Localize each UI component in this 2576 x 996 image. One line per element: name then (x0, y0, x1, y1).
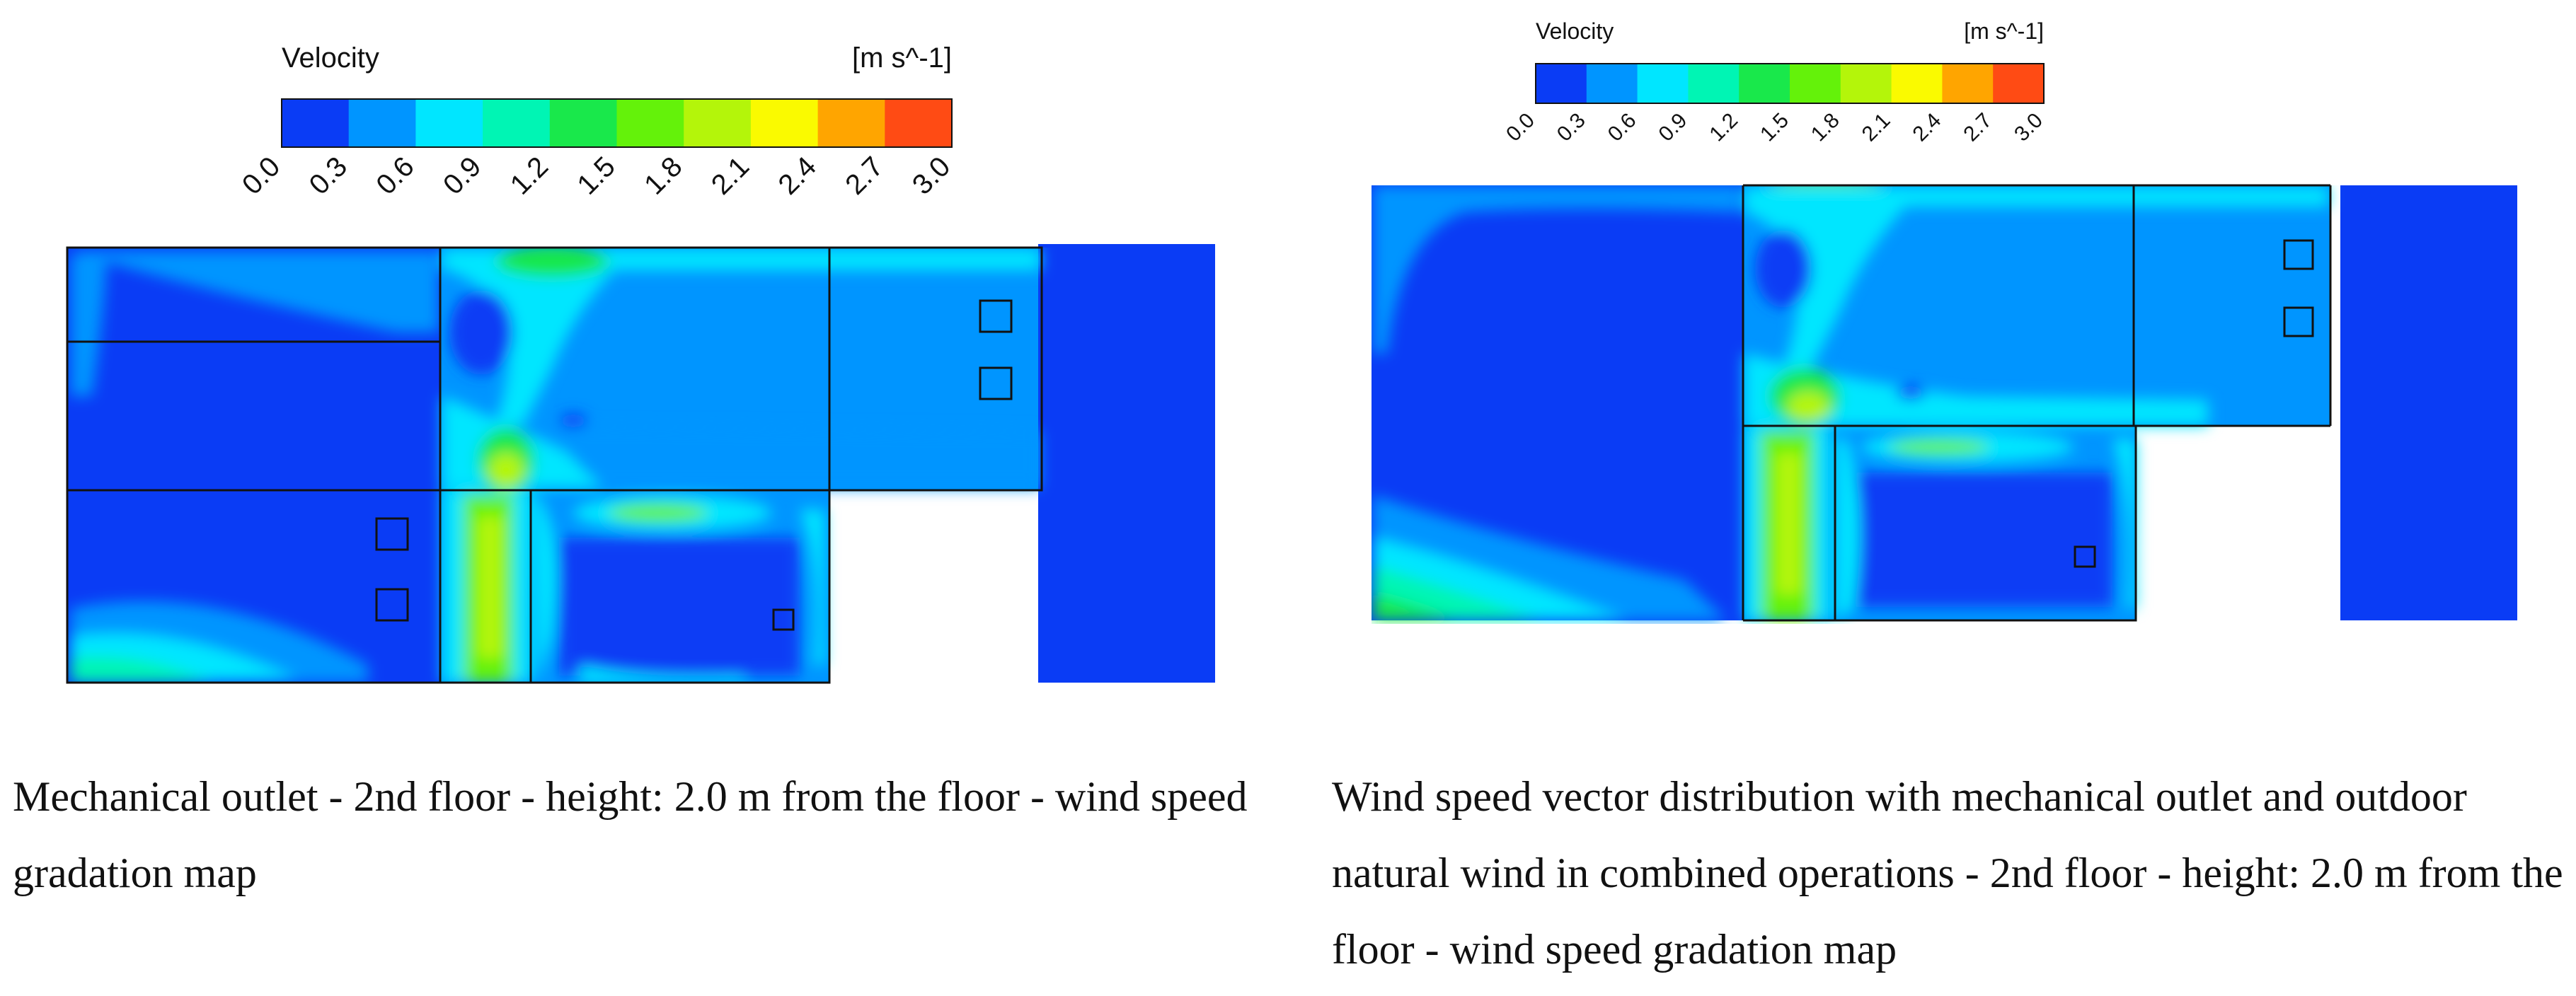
colorbar-tick-label: 0.9 (1655, 109, 1692, 146)
velocity-contour-map (1372, 184, 2517, 622)
right-figure: Velocity [m s^-1] 0.0 0.3 0.6 0.9 1.2 1.5 1.8 2… (1372, 18, 2517, 622)
room-east (2340, 185, 2517, 620)
colorbar-segment (885, 99, 953, 147)
legend-title: Velocity (282, 42, 379, 74)
left-figure: Velocity [m s^-1] 0.0 0.3 0.6 0.9 1.2 1.5 1.8 2… (66, 42, 1215, 684)
colorbar-frame (1535, 63, 2045, 104)
colorbar (1535, 63, 2045, 104)
colorbar-tick-label: 0.0 (236, 151, 286, 200)
colorbar-segment (1739, 64, 1790, 103)
colorbar-segment (1637, 64, 1689, 103)
colorbar-tick-label: 0.9 (437, 151, 487, 200)
colorbar-tick-label: 0.6 (1604, 109, 1641, 146)
colorbar-tick-label: 1.2 (1705, 109, 1742, 146)
colorbar-tick-label: 2.4 (1909, 109, 1946, 146)
outlet-markers (375, 299, 1013, 631)
colorbar-segment (1790, 64, 1841, 103)
floor-plan-walls (66, 246, 1043, 684)
left-panel: Velocity [m s^-1] 0.0 0.3 0.6 0.9 1.2 1.5 1.8 2… (13, 42, 1248, 896)
colorbar-frame (281, 98, 953, 148)
colorbar-segment (1891, 64, 1943, 103)
colorbar-segment (483, 99, 551, 147)
colorbar-tick-label: 1.5 (571, 151, 621, 200)
colorbar-tick-label: 0.0 (1502, 109, 1539, 146)
colorbar-ticks: 0.0 0.3 0.6 0.9 1.2 1.5 1.8 2.1 2.4 2.7 3.0 (1502, 109, 2047, 146)
colorbar-tick-label: 0.6 (370, 151, 420, 200)
colorbar-segment (348, 99, 416, 147)
colorbar-tick-label: 1.5 (1756, 109, 1793, 146)
colorbar-tick-label: 2.4 (773, 151, 822, 200)
colorbar-segment (1688, 64, 1740, 103)
legend-unit: [m s^-1] (1964, 18, 2044, 44)
colorbar-segment (684, 99, 752, 147)
velocity-contour-map (66, 244, 1215, 684)
colorbar-tick-label: 2.1 (1858, 109, 1895, 146)
outlet-markers (2074, 239, 2314, 568)
colorbar-tick-label: 1.8 (1807, 109, 1844, 146)
velocity-legend: Velocity [m s^-1] 0.0 0.3 0.6 0.9 1.2 1.5 1.8 2… (236, 42, 956, 201)
colorbar-segment (1536, 64, 1587, 103)
colorbar-tick-label: 1.2 (505, 151, 554, 200)
colorbar-tick-label: 3.0 (2010, 109, 2047, 146)
colorbar-segment (549, 99, 617, 147)
colorbar-tick-label: 0.3 (1553, 109, 1590, 146)
colorbar-ticks: 0.0 0.3 0.6 0.9 1.2 1.5 1.8 2.1 2.4 2.7 3.0 (236, 151, 956, 200)
colorbar-tick-label: 2.1 (706, 151, 755, 200)
colorbar-tick-label: 2.7 (1959, 109, 1996, 146)
colorbar-tick-label: 3.0 (907, 151, 956, 200)
room-east (1038, 244, 1215, 683)
floor-plan-walls (1742, 184, 2332, 622)
colorbar-segment (1942, 64, 1994, 103)
colorbar-tick-label: 1.8 (638, 151, 688, 200)
colorbar-segment (282, 99, 350, 147)
colorbar (281, 98, 953, 148)
right-panel: Velocity [m s^-1] 0.0 0.3 0.6 0.9 1.2 1.5 1.8 2… (1288, 0, 2576, 996)
colorbar-tick-label: 2.7 (839, 151, 889, 200)
left-caption: Mechanical outlet - 2nd floor - height: … (13, 773, 1248, 896)
colorbar-segment (817, 99, 885, 147)
legend-title: Velocity (1536, 18, 1614, 44)
colorbar-segment (1993, 64, 2045, 103)
colorbar-tick-label: 0.3 (304, 151, 353, 200)
colorbar-segment (1586, 64, 1638, 103)
colorbar-segment (616, 99, 684, 147)
colorbar-segment (750, 99, 819, 147)
colorbar-segment (1840, 64, 1892, 103)
velocity-legend: Velocity [m s^-1] 0.0 0.3 0.6 0.9 1.2 1.5 1.8 2… (1502, 18, 2047, 146)
right-caption: Wind speed vector distribution with mech… (1332, 773, 2563, 973)
legend-unit: [m s^-1] (852, 42, 952, 74)
colorbar-segment (415, 99, 483, 147)
